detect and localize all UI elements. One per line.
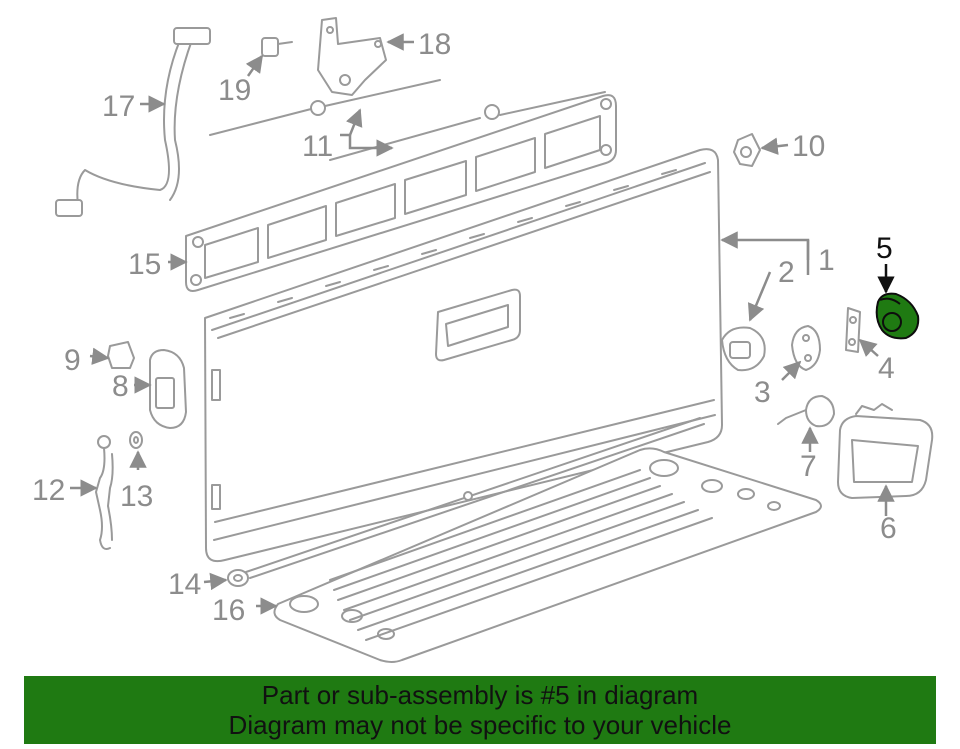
callout-16: 16: [212, 594, 245, 627]
washer: [129, 431, 143, 449]
hinge: [317, 17, 387, 96]
grommet: [227, 569, 249, 587]
bracket: [791, 325, 821, 371]
tailgate-panel: [204, 148, 723, 563]
actuator: [777, 395, 835, 428]
callout-5: 5: [876, 232, 893, 265]
cable: [209, 79, 606, 161]
callout-19: 19: [218, 74, 251, 107]
callout-6: 6: [880, 512, 897, 545]
clip: [845, 307, 861, 353]
callout-9: 9: [64, 344, 81, 377]
support-cable: [95, 435, 114, 550]
callout-15: 15: [128, 248, 161, 281]
leader-lines: [70, 33, 895, 615]
callout-14: 14: [168, 568, 201, 601]
handle: [837, 403, 934, 499]
striker-bracket: [149, 349, 187, 429]
banner-line-2: Diagram may not be specific to your vehi…: [228, 710, 732, 740]
callout-11: 11: [302, 130, 333, 163]
bumper: [107, 341, 135, 369]
highlighted-part-5: [875, 292, 920, 340]
bushing: [733, 133, 761, 167]
callout-7: 7: [800, 450, 817, 483]
callout-10: 10: [792, 130, 825, 163]
callout-2: 2: [778, 256, 795, 289]
callout-18: 18: [418, 28, 451, 61]
parts-diagram: 1 2 3 4 5 6 7 8 9 10 11 12 13 14 15 16 1…: [32, 17, 934, 663]
bolt: [261, 37, 293, 57]
callout-17: 17: [102, 90, 135, 123]
callout-4: 4: [878, 352, 895, 385]
callout-labels: 1 2 3 4 5 6 7 8 9 10 11 12 13 14 15 16 1…: [32, 28, 897, 627]
callout-8: 8: [112, 370, 129, 403]
callout-12: 12: [32, 474, 65, 507]
lower-rod: [245, 417, 705, 579]
latch-assembly: [721, 326, 766, 372]
banner-line-1: Part or sub-assembly is #5 in diagram: [261, 680, 699, 710]
tailgate-cover: [185, 94, 617, 292]
info-banner: Part or sub-assembly is #5 in diagram Di…: [24, 676, 936, 744]
callout-13: 13: [120, 480, 153, 513]
callout-1: 1: [818, 244, 835, 277]
callout-3: 3: [754, 376, 771, 409]
inner-panel: [273, 447, 822, 663]
